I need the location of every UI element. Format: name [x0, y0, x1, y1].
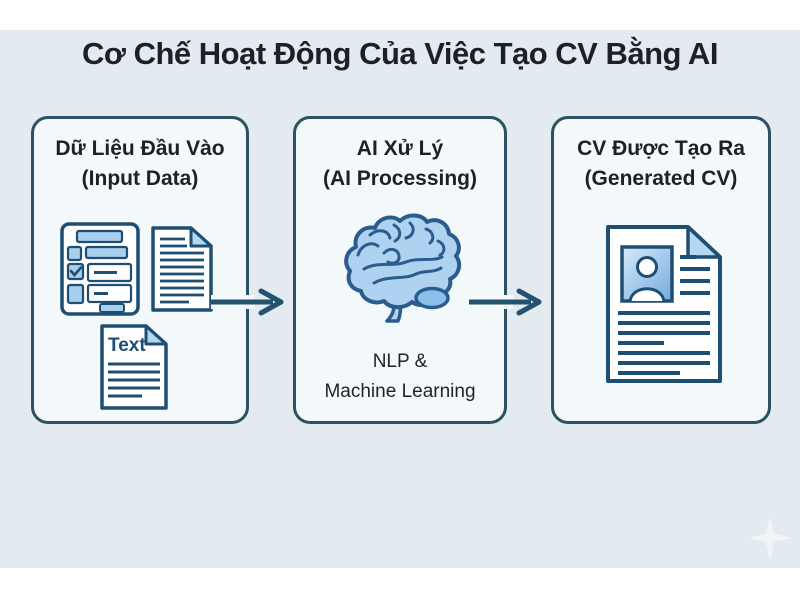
input-data-heading-line2: (Input Data) — [81, 167, 199, 190]
nlp-caption-line2: Machine Learning — [324, 381, 476, 402]
text-lines-document-icon — [151, 226, 213, 312]
ai-processing-heading-line2: (AI Processing) — [322, 167, 478, 190]
arrow-ai-to-cv-icon — [469, 288, 542, 316]
text-file-label: Text — [108, 335, 146, 356]
generated-cv-box: CV Được Tạo Ra (Generated CV) — [551, 116, 771, 424]
input-data-box: Dữ Liệu Đầu Vào (Input Data) — [31, 116, 249, 424]
generated-cv-heading: CV Được Tạo Ra (Generated CV) — [554, 119, 768, 194]
cv-document-icon — [606, 225, 722, 383]
text-file-icon: Text — [100, 324, 168, 410]
arrow-input-to-ai-icon — [211, 288, 284, 316]
nlp-caption-line1: NLP & — [372, 351, 428, 372]
input-data-heading-line1: Dữ Liệu Đầu Vào — [55, 137, 225, 160]
nlp-ml-caption: NLP & Machine Learning — [296, 347, 504, 407]
ai-processing-box: AI Xử Lý (AI Processing) NLP & Machine — [293, 116, 507, 424]
generated-cv-heading-line1: CV Được Tạo Ra — [577, 137, 745, 160]
diagram-title: Cơ Chế Hoạt Động Của Việc Tạo CV Bằng AI — [82, 36, 718, 71]
ai-processing-heading: AI Xử Lý (AI Processing) — [296, 119, 504, 194]
brain-icon — [344, 213, 462, 323]
ai-processing-heading-line1: AI Xử Lý — [356, 137, 444, 160]
form-document-icon — [60, 222, 140, 316]
generated-cv-heading-line2: (Generated CV) — [584, 167, 738, 190]
input-data-heading: Dữ Liệu Đầu Vào (Input Data) — [34, 119, 246, 194]
